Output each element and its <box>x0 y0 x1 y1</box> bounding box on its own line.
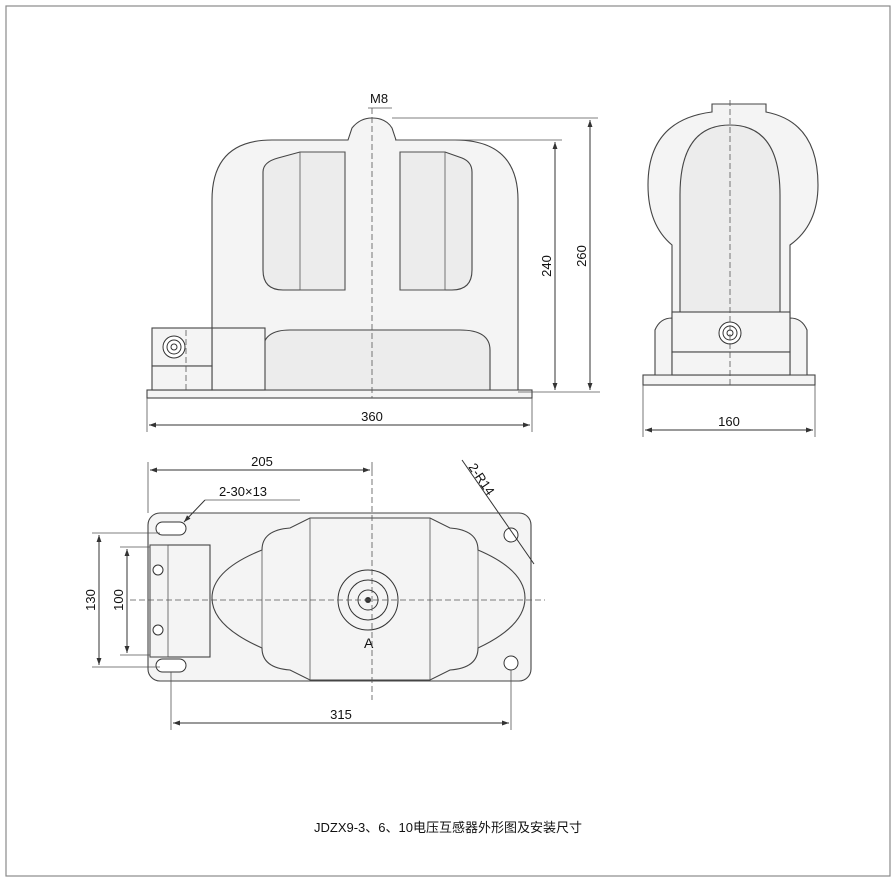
side-base <box>642 374 816 386</box>
screw-bottom <box>152 624 164 636</box>
terminal-block-lower <box>151 365 213 391</box>
slot-hole-bottom <box>155 658 187 673</box>
dim-130: 130 <box>83 589 98 611</box>
front-core-left <box>299 151 346 291</box>
side-bracket-left <box>654 317 673 376</box>
side-view: 160 <box>642 100 819 437</box>
screw-top <box>152 564 164 576</box>
front-base-plate <box>146 389 533 399</box>
front-window-upper <box>262 151 346 291</box>
terminal-nut-core <box>170 343 178 351</box>
dim-240: 240 <box>539 255 554 277</box>
round-hole-top <box>503 527 519 543</box>
top-terminal-box <box>149 544 211 658</box>
terminal-box <box>211 327 266 391</box>
front-window-upper-right <box>399 151 473 291</box>
terminal-nut-inner <box>166 339 182 355</box>
round-hole-bottom <box>503 655 519 671</box>
dim-205: 205 <box>251 454 273 469</box>
side-bracket-right <box>789 317 808 376</box>
top-terminal-strip <box>149 544 169 658</box>
front-view: 240 260 M8 360 <box>146 91 600 432</box>
dim-m8: M8 <box>370 91 388 106</box>
front-lower-band <box>262 329 491 391</box>
dim-slot: 2-30×13 <box>219 484 267 499</box>
dim-315: 315 <box>330 707 352 722</box>
dim-160: 160 <box>718 414 740 429</box>
section-label: A <box>364 635 374 651</box>
sheet-border <box>5 5 891 877</box>
dim-360: 360 <box>361 409 383 424</box>
dim-100: 100 <box>111 589 126 611</box>
slot-hole-top <box>155 521 187 536</box>
top-view: A 205 2-30×13 2-R14 130 100 <box>83 454 545 730</box>
front-core-right <box>399 151 446 291</box>
drawing-caption: JDZX9-3、6、10电压互感器外形图及安装尺寸 <box>314 820 582 835</box>
dim-260: 260 <box>574 245 589 267</box>
side-terminal-lower <box>671 351 791 376</box>
dim-radius: 2-R14 <box>466 460 498 498</box>
terminal-nut-outer <box>162 335 186 359</box>
